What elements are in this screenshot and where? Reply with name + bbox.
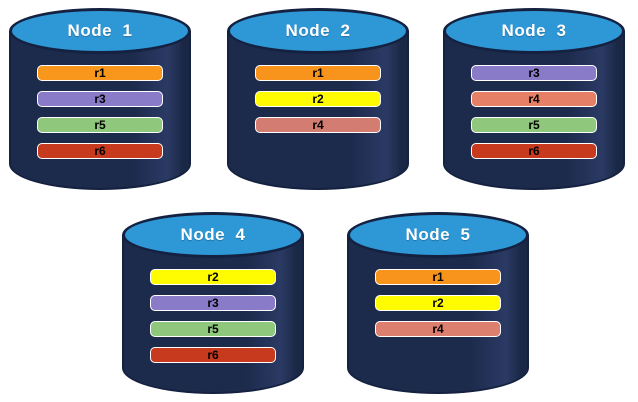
replica-bar: r3 xyxy=(37,91,163,107)
replica-bar-list: r1 r2 r4 xyxy=(375,269,501,337)
node-cylinder-1: Node 1 r1 r3 r5 r6 xyxy=(9,8,191,190)
cylinder-body xyxy=(347,235,529,394)
replica-bar: r4 xyxy=(255,117,381,133)
cylinder-top-ellipse: Node 1 xyxy=(9,8,191,54)
cylinder-top-ellipse: Node 2 xyxy=(227,8,409,54)
cylinder-body xyxy=(122,235,304,394)
cylinder-top-ellipse: Node 5 xyxy=(347,212,529,258)
replica-bar: r2 xyxy=(255,91,381,107)
node-title: Node 2 xyxy=(285,21,351,40)
node-title: Node 5 xyxy=(405,225,471,244)
node-title: Node 4 xyxy=(180,225,246,244)
node-cylinder-5: Node 5 r1 r2 r4 xyxy=(347,212,529,394)
replica-bar: r4 xyxy=(375,321,501,337)
replica-bar: r3 xyxy=(150,295,276,311)
replica-bar: r5 xyxy=(150,321,276,337)
replica-bar: r1 xyxy=(375,269,501,285)
replica-bar: r5 xyxy=(37,117,163,133)
replica-bar: r3 xyxy=(471,65,597,81)
replica-bar: r5 xyxy=(471,117,597,133)
replica-bar: r2 xyxy=(150,269,276,285)
replica-bar: r4 xyxy=(471,91,597,107)
replica-bar-list: r1 r3 r5 r6 xyxy=(37,65,163,159)
node-title: Node 1 xyxy=(67,21,133,40)
replica-bar: r2 xyxy=(375,295,501,311)
replica-bar-list: r2 r3 r5 r6 xyxy=(150,269,276,363)
replica-bar: r1 xyxy=(37,65,163,81)
node-cylinder-3: Node 3 r3 r4 r5 r6 xyxy=(443,8,625,190)
replica-bar: r6 xyxy=(471,143,597,159)
replica-bar: r6 xyxy=(37,143,163,159)
replica-bar-list: r1 r2 r4 xyxy=(255,65,381,133)
cylinder-top-ellipse: Node 3 xyxy=(443,8,625,54)
node-cylinder-2: Node 2 r1 r2 r4 xyxy=(227,8,409,190)
replica-bar: r6 xyxy=(150,347,276,363)
node-cylinder-4: Node 4 r2 r3 r5 r6 xyxy=(122,212,304,394)
cylinder-body xyxy=(227,31,409,190)
cylinder-body xyxy=(9,31,191,190)
replica-bar-list: r3 r4 r5 r6 xyxy=(471,65,597,159)
node-title: Node 3 xyxy=(501,21,567,40)
cylinder-top-ellipse: Node 4 xyxy=(122,212,304,258)
replica-bar: r1 xyxy=(255,65,381,81)
cylinder-body xyxy=(443,31,625,190)
